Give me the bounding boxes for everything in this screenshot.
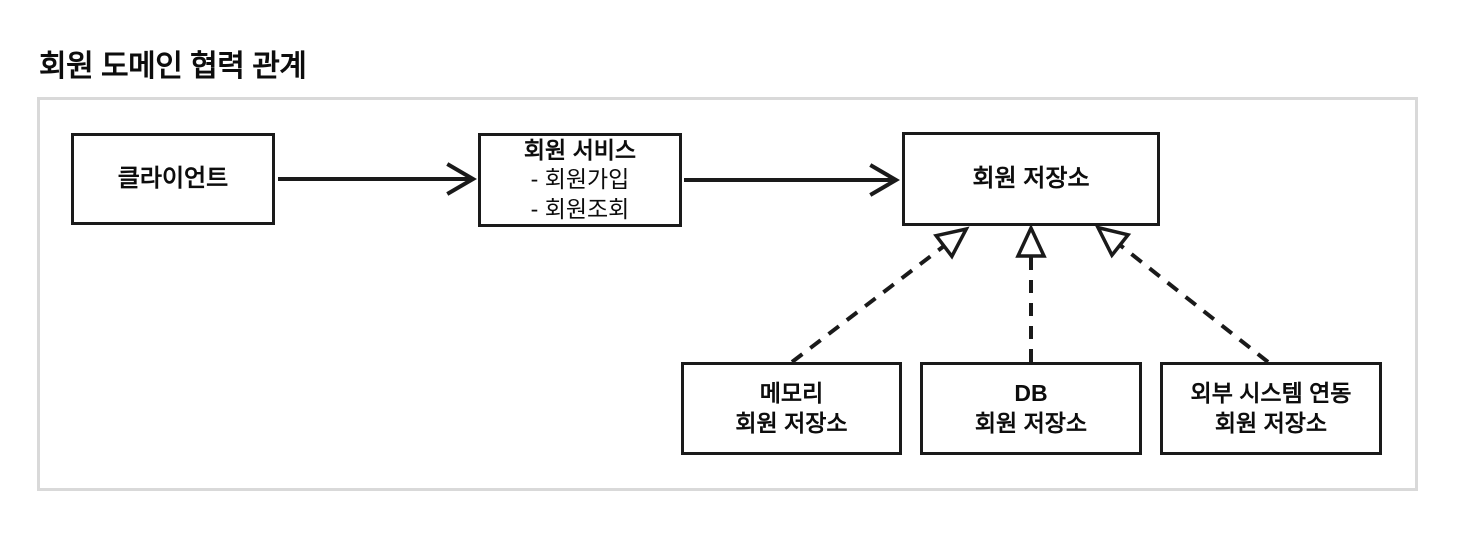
node-member-service-item-find: - 회원조회 (530, 195, 630, 222)
node-client: 클라이언트 (71, 133, 275, 225)
node-member-service-title: 회원 서비스 (523, 136, 637, 163)
node-member-service-item-join: - 회원가입 (530, 166, 630, 193)
node-member-service: 회원 서비스 - 회원가입 - 회원조회 (478, 133, 682, 227)
node-member-repository-label: 회원 저장소 (972, 165, 1090, 193)
node-memory-line1: 메모리 (759, 379, 824, 406)
node-db-line2: 회원 저장소 (974, 409, 1088, 436)
node-client-label: 클라이언트 (117, 165, 229, 193)
node-db-line1: DB (1014, 379, 1048, 406)
diagram-title: 회원 도메인 협력 관계 (39, 50, 307, 83)
node-external-line2: 회원 저장소 (1214, 409, 1328, 436)
node-external-line1: 외부 시스템 연동 (1190, 379, 1352, 406)
node-member-repository: 회원 저장소 (902, 132, 1160, 226)
node-memory-line2: 회원 저장소 (735, 409, 848, 436)
node-db-member-repository: DB 회원 저장소 (920, 362, 1142, 455)
node-memory-member-repository: 메모리 회원 저장소 (681, 362, 902, 455)
node-external-system-member-repository: 외부 시스템 연동 회원 저장소 (1160, 362, 1382, 455)
